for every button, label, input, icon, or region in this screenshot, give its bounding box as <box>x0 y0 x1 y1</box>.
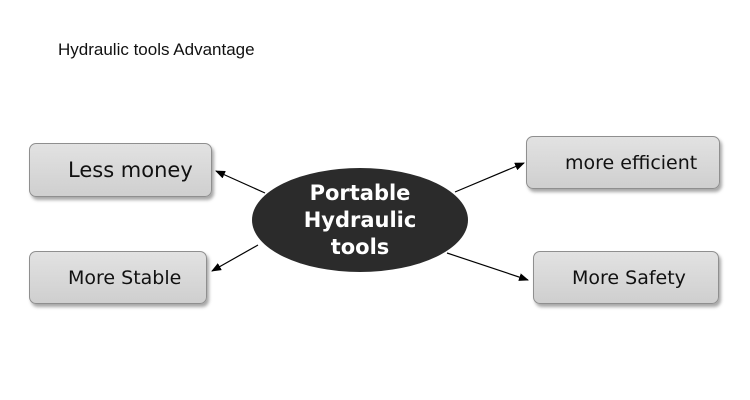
arrow-to-more-safety <box>446 252 529 281</box>
central-ellipse: Portable Hydraulic tools <box>252 168 468 272</box>
node-more-efficient: more efficient <box>526 136 720 189</box>
node-more-stable: More Stable <box>29 251 207 304</box>
arrow-to-more-stable <box>211 244 259 272</box>
arrow-to-more-efficient <box>454 162 525 193</box>
central-label-line: Portable <box>309 180 411 205</box>
central-label: Portable Hydraulic tools <box>304 180 417 261</box>
diagram-title: Hydraulic tools Advantage <box>58 40 255 59</box>
node-label: More Safety <box>572 266 686 289</box>
node-label: Less money <box>68 158 193 182</box>
node-more-safety: More Safety <box>533 251 719 304</box>
arrow-to-less-money <box>215 170 266 194</box>
central-label-line: tools <box>330 234 390 259</box>
node-label: more efficient <box>565 151 698 174</box>
node-label: More Stable <box>68 266 182 289</box>
node-less-money: Less money <box>29 143 212 197</box>
central-label-line: Hydraulic <box>303 207 417 232</box>
